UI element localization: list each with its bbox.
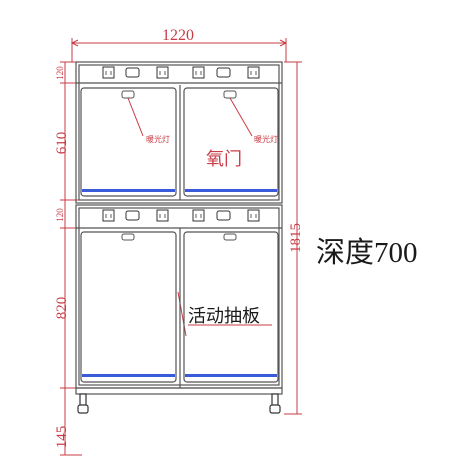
depth-label: 深度700 (316, 236, 418, 269)
tray-lower-left (82, 374, 175, 377)
heating-lamp-fixtures (121, 90, 237, 241)
socket-icon (102, 209, 115, 222)
socket-icon (247, 66, 260, 79)
wheel-icon (269, 404, 281, 414)
tray-upper-left (82, 189, 175, 192)
dimension-lines (60, 38, 302, 456)
dim-lower-height: 820 (54, 297, 70, 320)
oxygen-door-label: 氧门 (206, 149, 242, 170)
dim-legs: 145 (54, 426, 70, 449)
tray-upper-right (185, 189, 277, 192)
socket-icon (102, 66, 115, 79)
heating-lamp-label-left: 暖光灯 (146, 134, 170, 144)
control-panel-sockets (102, 66, 260, 222)
socket-icon (247, 209, 260, 222)
lamp-icon (121, 90, 135, 99)
socket-icon (192, 66, 205, 79)
legs (77, 393, 281, 414)
dim-overall-width: 1220 (162, 27, 194, 44)
dim-top-panel: 120 (55, 66, 65, 80)
socket-icon (216, 67, 231, 78)
dim-overall-height: 1815 (288, 223, 304, 253)
lamp-icon (223, 233, 237, 241)
socket-icon (216, 210, 231, 221)
socket-icon (125, 67, 140, 78)
socket-icon (125, 210, 140, 221)
trays (82, 189, 277, 377)
cabinet-body (75, 61, 283, 395)
tray-lower-right (185, 374, 277, 377)
lamp-icon (121, 233, 135, 241)
wheel-icon (77, 404, 89, 414)
lamp-icon (223, 90, 237, 99)
socket-icon (156, 66, 169, 79)
dim-upper-height: 610 (54, 132, 70, 155)
pull-board-label: 活动抽板 (188, 306, 260, 326)
dim-middle-panel: 120 (55, 208, 65, 222)
heating-lamp-label-right: 暖光灯 (254, 134, 278, 144)
socket-icon (156, 209, 169, 222)
socket-icon (192, 209, 205, 222)
socket-details (105, 71, 257, 218)
